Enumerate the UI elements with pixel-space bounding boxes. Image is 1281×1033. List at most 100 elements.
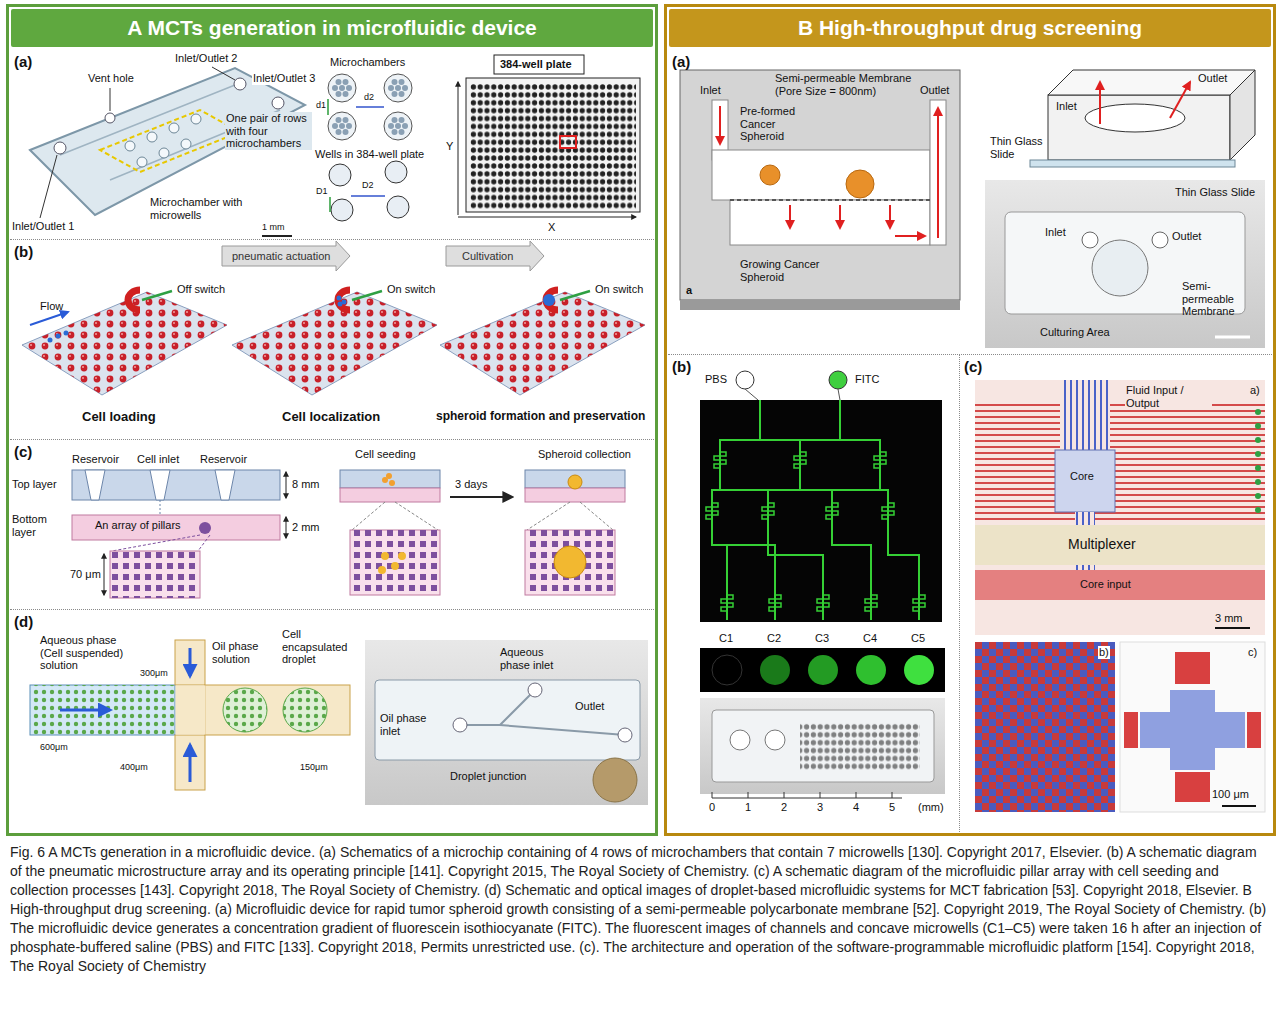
microchip-photo	[147, 132, 157, 142]
pneumatic-array	[232, 292, 437, 395]
panel-heading: B High-throughput drug screening	[669, 9, 1271, 47]
figure-label: Culturing Area	[1040, 326, 1110, 339]
pneumatic-array	[222, 241, 350, 271]
pneumatic-array	[560, 291, 590, 300]
figure-label: C5	[911, 632, 925, 645]
droplet-device	[189, 745, 192, 782]
microchamber-schematic	[356, 106, 384, 108]
subpanel-letter: (a)	[14, 53, 32, 70]
figure-label: One pair of rows with four microchambers	[225, 112, 312, 150]
figure-label: Top layer	[12, 478, 57, 491]
programmable-platform	[1255, 479, 1261, 485]
microchip-photo	[40, 67, 235, 218]
figure-label: Bottom layer	[12, 513, 60, 538]
figure-label: Outlet	[575, 700, 604, 713]
figure-label: Aqueous phase (Cell suspended) solution	[40, 634, 135, 672]
figure-label: 600μm	[40, 742, 68, 752]
microchip-photo	[169, 123, 179, 133]
figure-label: 1 mm	[262, 222, 285, 232]
figure-label: d1	[316, 100, 326, 110]
programmable-platform	[1222, 805, 1256, 807]
pneumatic-array	[337, 296, 342, 301]
spheroid-growth-device	[719, 106, 721, 144]
microchamber-schematic	[328, 74, 356, 102]
pillar-array-device	[286, 517, 287, 538]
figure-label: Growing Cancer Spheroid	[740, 258, 840, 283]
subpanel-letter: (b)	[14, 243, 33, 260]
microchip-photo	[262, 235, 292, 237]
figure-label: Cell inlet	[137, 453, 179, 466]
figure-label: Core input	[1080, 578, 1131, 591]
figure-label: spheroid formation and preservation	[436, 410, 645, 424]
device-photo	[1215, 336, 1250, 339]
figure-label: 0	[709, 801, 715, 814]
well-plate	[470, 83, 636, 209]
pillar-array-device	[398, 552, 406, 560]
programmable-platform	[1175, 652, 1210, 684]
device-photo	[1082, 232, 1098, 248]
figure-label: Thin Glass Slide	[1175, 186, 1255, 199]
pillar-array-device	[389, 480, 395, 486]
pillar-array-device	[286, 472, 287, 498]
figure-label: Microchamber with microwells	[150, 196, 260, 221]
figure-label: Oil phase inlet	[380, 712, 440, 737]
figure-label: Reservoir	[200, 453, 247, 466]
gradient-generator	[700, 400, 942, 622]
pillar-array-device	[340, 488, 440, 502]
pillar-array-device	[199, 522, 211, 534]
figure-label: Wells in 384-well plate	[315, 148, 424, 161]
microchip-photo	[181, 139, 191, 149]
programmable-platform	[1247, 712, 1261, 748]
programmable-platform	[975, 525, 1265, 565]
pneumatic-array	[352, 291, 382, 300]
figure-label: Vent hole	[88, 72, 134, 85]
programmable-platform	[1255, 465, 1261, 471]
gradient-generator	[706, 452, 925, 611]
pillar-array-device	[450, 496, 512, 498]
pillar-array-device	[160, 500, 161, 515]
figure-label: 2	[781, 801, 787, 814]
pillar-array-device	[525, 530, 615, 595]
spheroid-growth-device	[713, 151, 727, 161]
microchamber-schematic	[331, 199, 353, 221]
programmable-platform	[1055, 450, 1115, 512]
subpanel-box: (a)	[668, 50, 1272, 355]
figure-label: 8 mm	[292, 478, 320, 491]
figure-label: Cultivation	[462, 250, 513, 263]
figure-label: C1	[719, 632, 733, 645]
subpanel-letter: (b)	[672, 358, 691, 375]
figure-label: Thin Glass Slide	[990, 135, 1045, 160]
programmable-platform	[1255, 493, 1261, 499]
droplet-chip-photo	[528, 683, 542, 697]
figure-label: Aqueous phase inlet	[500, 646, 570, 671]
spheroid-growth-device	[680, 300, 960, 310]
figure-label: Outlet	[920, 84, 949, 97]
figure-label: 70 μm	[70, 568, 101, 581]
figure-label: On switch	[387, 283, 435, 296]
well-plate	[494, 55, 584, 74]
programmable-platform	[1120, 642, 1265, 812]
pneumatic-array	[232, 292, 437, 395]
figure-label: d2	[364, 92, 374, 102]
figure-label: 3	[817, 801, 823, 814]
droplet-device	[175, 640, 205, 685]
droplet-device	[189, 648, 192, 676]
pillar-array-device	[85, 470, 105, 500]
microchip-photo	[54, 142, 66, 154]
droplet-device	[223, 688, 267, 732]
droplet-chip-photo	[453, 718, 467, 732]
figure-label: Fluid Input / Output	[1125, 384, 1212, 409]
pillar-array-device	[110, 551, 200, 598]
gradient-generator	[800, 722, 920, 770]
microchamber-schematic	[387, 196, 409, 218]
spheroid-growth-device	[712, 100, 728, 160]
device-3d-sketch	[1048, 70, 1255, 95]
droplet-chip-photo	[618, 728, 632, 742]
programmable-platform	[975, 400, 1265, 520]
figure-label: 400μm	[120, 762, 148, 772]
gradient-generator	[712, 655, 742, 685]
microchamber-schematic	[384, 112, 412, 140]
pneumatic-array	[30, 312, 68, 325]
pneumatic-array	[440, 292, 645, 395]
programmable-platform	[1255, 507, 1261, 513]
